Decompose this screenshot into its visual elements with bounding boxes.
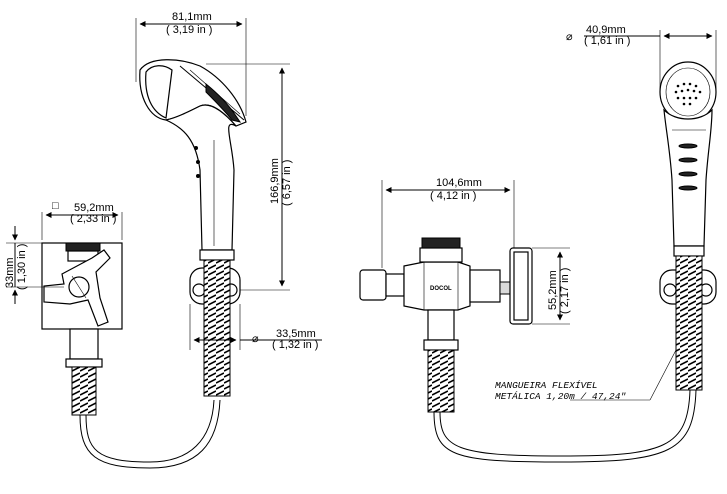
wall-valve-side-view bbox=[41, 242, 221, 469]
valve-top-cap bbox=[421, 237, 461, 249]
valve-front-view: DOCOL bbox=[359, 237, 533, 413]
head-diameter-symbol: ⌀ bbox=[566, 31, 573, 43]
holder-diameter-symbol: ⌀ bbox=[252, 333, 259, 345]
shower-hose bbox=[203, 259, 231, 397]
hose-note-line1: MANGUEIRA FLEXÍVEL bbox=[495, 380, 598, 391]
wall-plate-metric: 59,2mm bbox=[74, 202, 114, 214]
valve-height-metric: 33mm bbox=[4, 257, 16, 288]
dim-shower-length: 166,9mm ( 6,57 in ) bbox=[206, 63, 293, 291]
head-diameter-metric: 40,9mm bbox=[586, 24, 626, 36]
dim-head-diameter: ⌀ 40,9mm ( 1,61 in ) bbox=[566, 24, 717, 90]
hose-note-line2: METÁLICA 1,20m / 47,24" bbox=[495, 391, 626, 402]
dim-holder-diameter: ⌀ 33,5mm ( 1,32 in ) bbox=[189, 304, 322, 351]
valve-body-imperial: ( 4,12 in ) bbox=[430, 190, 476, 202]
dim-valve-height: 33mm ( 1,30 in ) bbox=[4, 226, 64, 304]
shower-width-imperial: ( 3,19 in ) bbox=[166, 24, 212, 36]
hose-loop-right bbox=[433, 389, 697, 463]
valve-height-imperial: ( 1,30 in ) bbox=[16, 244, 28, 290]
holder-diameter-imperial: ( 1,32 in ) bbox=[272, 339, 318, 351]
shower-length-imperial: ( 6,57 in ) bbox=[281, 160, 293, 206]
valve-marking: DOCOL bbox=[430, 286, 452, 292]
hose-loop-left bbox=[85, 399, 215, 463]
flange-height-imperial: ( 2,17 in ) bbox=[559, 268, 571, 314]
valve-outlet bbox=[427, 309, 455, 341]
flange-height-metric: 55,2mm bbox=[547, 270, 559, 310]
shower-width-metric: 81,1mm bbox=[172, 11, 212, 23]
wall-plate-imperial: ( 2,33 in ) bbox=[70, 213, 116, 225]
shower-length-metric: 166,9mm bbox=[269, 158, 281, 204]
valve-hose bbox=[427, 349, 455, 413]
shower-handle bbox=[164, 104, 237, 251]
dim-valve-body-length: 104,6mm ( 4,12 in ) bbox=[381, 177, 515, 268]
dim-wall-plate-width: □ 59,2mm ( 2,33 in ) bbox=[41, 200, 123, 240]
dim-shower-width: 81,1mm ( 3,19 in ) bbox=[135, 11, 247, 116]
spray-holes bbox=[674, 82, 702, 106]
hand-shower-side-view bbox=[139, 59, 247, 397]
grip-slots bbox=[678, 143, 698, 191]
valve-body-metric: 104,6mm bbox=[436, 177, 482, 189]
hose-note: MANGUEIRA FLEXÍVEL METÁLICA 1,20m / 47,2… bbox=[495, 349, 677, 402]
head-diameter-imperial: ( 1,61 in ) bbox=[584, 35, 630, 47]
valve-knob bbox=[359, 269, 387, 301]
dim-flange-height: 55,2mm ( 2,17 in ) bbox=[532, 247, 571, 325]
outlet-pipe bbox=[69, 328, 99, 360]
hose-coil bbox=[71, 366, 97, 416]
hand-shower-front-view bbox=[659, 61, 717, 391]
valve-cap bbox=[65, 242, 101, 252]
wall-plate-symbol: □ bbox=[52, 200, 59, 212]
holder-diameter-metric: 33,5mm bbox=[276, 328, 316, 340]
shower-hose-front bbox=[675, 255, 703, 391]
shower-handle-front bbox=[663, 108, 713, 247]
